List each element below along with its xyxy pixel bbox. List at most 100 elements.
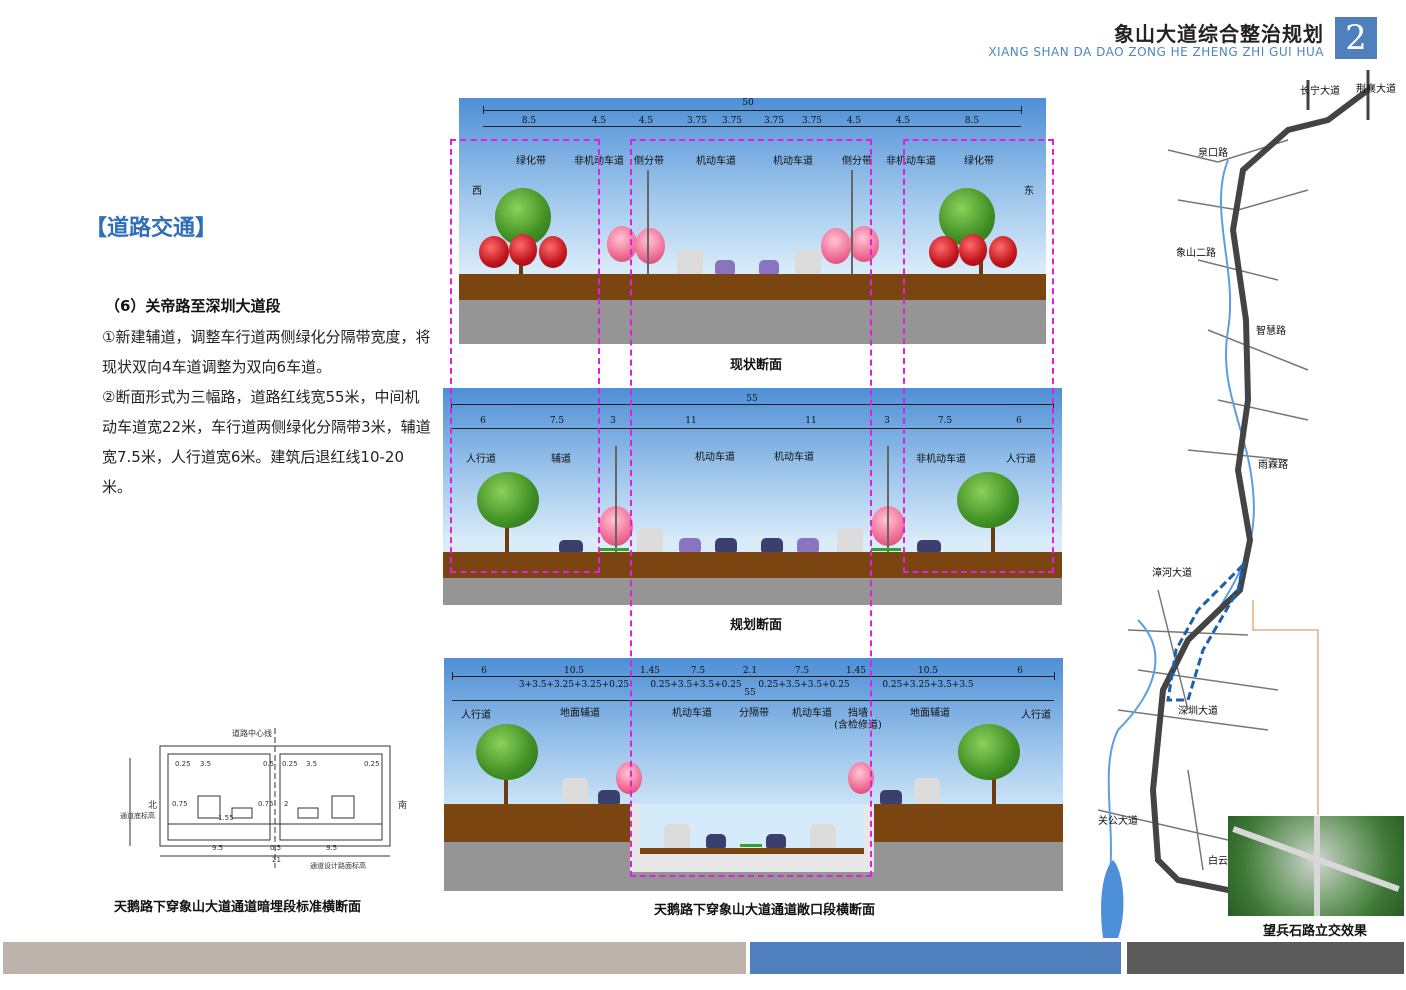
cad-label: 通道底标高 bbox=[120, 811, 155, 820]
map-label: 深圳大道 bbox=[1178, 704, 1218, 717]
tunnel-open-section-diagram: 6 10.5 1.45 7.5 2.1 7.5 1.45 10.5 6 3+3.… bbox=[444, 658, 1063, 891]
cad-dim: 0.25 bbox=[175, 760, 191, 768]
map-label: 智慧路 bbox=[1256, 324, 1286, 337]
dim-label: 11 bbox=[805, 416, 817, 426]
cad-label: 南 bbox=[398, 799, 407, 811]
dim-label: 3.75 bbox=[686, 116, 708, 126]
subdim-label: 3+3.5+3.25+3.25+0.25 bbox=[518, 680, 630, 690]
dim-label: 7.5 bbox=[794, 666, 810, 676]
interchange-render-image bbox=[1228, 816, 1404, 916]
lane-label: 地面辅道 bbox=[560, 708, 600, 719]
dim-label: 3 bbox=[610, 416, 616, 426]
planned-total-width: 55 bbox=[746, 394, 758, 404]
dim-label: 4.5 bbox=[846, 116, 862, 126]
dim-label: 7.5 bbox=[549, 416, 565, 426]
dim-label: 8.5 bbox=[521, 116, 537, 126]
lane-label: (含检修道) bbox=[834, 720, 882, 731]
tunnel-buried-section-drawing: 道路中心线 北 南 通道设计路面标高 通道底标高 0.25 3.5 0.5 0.… bbox=[120, 728, 407, 870]
lane-label: 机动车道 bbox=[774, 452, 814, 463]
route-map: 长宁大道 荆襄大道 泉口路 象山二路 智慧路 雨霖路 漳河大道 深圳大道 关公大… bbox=[1097, 70, 1396, 938]
west-label: 西 bbox=[472, 186, 482, 197]
map-label: 荆襄大道 bbox=[1356, 82, 1396, 95]
lane-label: 人行道 bbox=[1006, 454, 1036, 465]
cad-dim: 21 bbox=[272, 856, 281, 864]
lane-label: 机动车道 bbox=[696, 156, 736, 167]
cad-label: 通道设计路面标高 bbox=[310, 861, 366, 870]
dim-label: 7.5 bbox=[690, 666, 706, 676]
dim-label: 3.75 bbox=[801, 116, 823, 126]
lane-label: 绿化带 bbox=[964, 156, 994, 167]
lane-label: 机动车道 bbox=[792, 708, 832, 719]
dim-label: 6 bbox=[480, 416, 486, 426]
lane-label: 地面辅道 bbox=[910, 708, 950, 719]
dim-label: 1.45 bbox=[639, 666, 661, 676]
map-label: 象山二路 bbox=[1176, 246, 1216, 259]
subdim-label: 0.25+3.25+3.5+3.5 bbox=[882, 680, 974, 690]
cad-dim: 3.5 bbox=[306, 760, 317, 768]
dim-label: 4.5 bbox=[591, 116, 607, 126]
cad-dim: 1.55 bbox=[218, 814, 234, 822]
dim-label: 10.5 bbox=[917, 666, 939, 676]
east-label: 东 bbox=[1024, 186, 1034, 197]
cad-dim: 0.5 bbox=[263, 760, 274, 768]
existing-caption: 现状断面 bbox=[730, 358, 783, 373]
lane-label: 机动车道 bbox=[672, 708, 712, 719]
page-number: 2 bbox=[1335, 17, 1377, 59]
paragraph-2: ②断面形式为三幅路，道路红线宽55米，中间机动车道宽22米，车行道两侧绿化分隔带… bbox=[102, 388, 431, 496]
existing-section-diagram: 50 8.5 4.5 4.5 3.75 3.75 3.75 3.75 4.5 4… bbox=[459, 98, 1046, 344]
footer-bar-middle bbox=[750, 942, 1121, 974]
cad-dim: 0.75 bbox=[172, 800, 188, 808]
lane-label: 人行道 bbox=[1021, 710, 1051, 721]
lane-label: 非机动车道 bbox=[886, 156, 936, 167]
tunnel-open-caption: 天鹅路下穿象山大道通道敞口段横断面 bbox=[654, 903, 876, 918]
cad-dim: 0.75 bbox=[258, 800, 274, 808]
lane-label: 机动车道 bbox=[695, 452, 735, 463]
lane-label: 绿化带 bbox=[516, 156, 546, 167]
dim-label: 6 bbox=[1017, 666, 1023, 676]
dim-label: 8.5 bbox=[964, 116, 980, 126]
tunnel-buried-caption: 天鹅路下穿象山大道通道暗埋段标准横断面 bbox=[114, 900, 362, 915]
lane-label: 机动车道 bbox=[773, 156, 813, 167]
cad-dim: 0.5 bbox=[270, 844, 281, 852]
dim-label: 1.45 bbox=[845, 666, 867, 676]
plan-title: 象山大道综合整治规划 bbox=[1114, 22, 1324, 46]
subdim-label: 0.25+3.5+3.5+0.25 bbox=[650, 680, 742, 690]
dim-label: 6 bbox=[1016, 416, 1022, 426]
existing-total-width: 50 bbox=[742, 98, 754, 108]
paragraph-1: ①新建辅道，调整车行道两侧绿化分隔带宽度，将现状双向4车道调整为双向6车道。 bbox=[102, 328, 431, 376]
lane-label: 侧分带 bbox=[634, 156, 664, 167]
cad-dim: 0.25 bbox=[282, 760, 298, 768]
cad-label: 北 bbox=[148, 800, 157, 811]
map-label: 泉口路 bbox=[1198, 146, 1228, 159]
lane-label: 侧分带 bbox=[842, 156, 872, 167]
dim-label: 3 bbox=[884, 416, 890, 426]
dim-label: 3.75 bbox=[721, 116, 743, 126]
lane-label: 人行道 bbox=[461, 710, 491, 721]
subdim-label: 0.25+3.5+3.5+0.25 bbox=[758, 680, 850, 690]
subsection-heading: （6）关帝路至深圳大道段 bbox=[105, 297, 281, 315]
lane-label: 辅道 bbox=[551, 454, 571, 465]
cad-dim: 3.5 bbox=[200, 760, 211, 768]
cad-dim: 9.5 bbox=[326, 844, 337, 852]
map-label: 长宁大道 bbox=[1300, 84, 1340, 97]
lane-label: 非机动车道 bbox=[574, 156, 624, 167]
dim-label: 6 bbox=[481, 666, 487, 676]
lane-label: 人行道 bbox=[466, 454, 496, 465]
planned-section-diagram: 55 6 7.5 3 11 11 3 7.5 6 人行道 辅道 机动车道 机动车… bbox=[443, 388, 1062, 605]
dim-label: 11 bbox=[685, 416, 697, 426]
dim-label: 3.75 bbox=[763, 116, 785, 126]
map-label: 雨霖路 bbox=[1258, 458, 1288, 471]
map-label: 关公大道 bbox=[1098, 814, 1138, 827]
plan-subtitle: XIANG SHAN DA DAO ZONG HE ZHENG ZHI GUI … bbox=[988, 45, 1324, 59]
lane-label: 分隔带 bbox=[739, 708, 769, 719]
tunnel-total-width: 55 bbox=[744, 688, 756, 698]
dim-label: 4.5 bbox=[895, 116, 911, 126]
section-title: 【道路交通】 bbox=[85, 216, 218, 241]
dim-label: 10.5 bbox=[563, 666, 585, 676]
footer-bar-left bbox=[3, 942, 746, 974]
lane-label: 挡墙 bbox=[848, 708, 868, 719]
interchange-caption: 望兵石路立交效果 bbox=[1263, 924, 1368, 939]
subsection-body: ①新建辅道，调整车行道两侧绿化分隔带宽度，将现状双向4车道调整为双向6车道。 ②… bbox=[102, 322, 432, 502]
dim-label: 4.5 bbox=[638, 116, 654, 126]
map-label: 漳河大道 bbox=[1152, 566, 1192, 579]
